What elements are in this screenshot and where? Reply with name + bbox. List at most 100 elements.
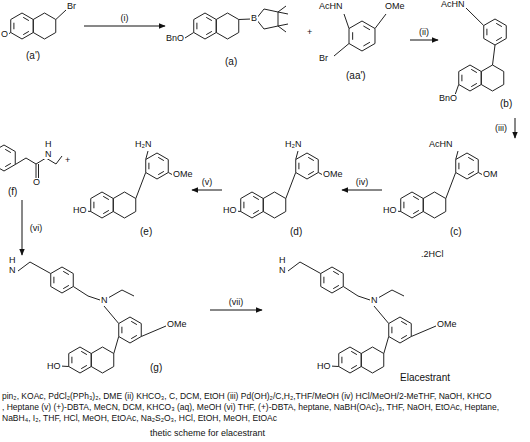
ring xyxy=(91,192,114,218)
atom-label: OMe xyxy=(436,320,458,329)
compound-box: (e) xyxy=(72,138,192,243)
bond-line xyxy=(158,157,164,160)
ring xyxy=(296,153,319,179)
compound-label: Elacestrant xyxy=(400,372,450,383)
atom-label: N xyxy=(44,150,53,159)
compound-label: (b) xyxy=(500,98,512,109)
bond-line xyxy=(413,210,419,213)
atom-label: H₂N xyxy=(284,140,303,149)
bond-line xyxy=(121,327,122,334)
bond-line xyxy=(103,196,109,199)
bond-line xyxy=(468,171,474,174)
condition-text: pin₂, KOAc, PdCl₂(PPh₃)₂, DME (ii) KHCO₃… xyxy=(2,392,492,401)
ring xyxy=(456,153,479,179)
reagent-step: (iii) xyxy=(494,124,508,133)
bond-line xyxy=(298,163,299,170)
compound-label: (a') xyxy=(26,50,40,61)
bond-line xyxy=(81,351,87,354)
bond-line xyxy=(256,9,278,29)
bond-line xyxy=(15,156,62,165)
bond-line xyxy=(71,357,72,364)
bond-line xyxy=(73,287,100,301)
bond-line xyxy=(278,12,288,14)
bond-line xyxy=(286,173,296,199)
atom-label: N xyxy=(8,266,17,275)
bond-line xyxy=(288,262,321,274)
bond-line xyxy=(344,14,349,29)
bond-line xyxy=(471,83,477,86)
atom-label: BnO xyxy=(165,34,185,43)
ring xyxy=(0,145,15,171)
bond-line xyxy=(411,326,436,337)
compound-label: (g) xyxy=(150,362,162,373)
compound-box: (a) xyxy=(165,0,300,72)
bond-line xyxy=(206,17,212,20)
bond-line xyxy=(343,287,370,301)
bond-line xyxy=(296,151,298,160)
bond-line xyxy=(401,335,407,338)
ring xyxy=(349,21,375,51)
atom-label: H xyxy=(44,140,53,149)
reagent-step: (ii) xyxy=(418,28,430,37)
bond-line xyxy=(13,23,14,30)
atom-label: N xyxy=(370,296,379,305)
bond-line xyxy=(384,337,389,354)
atom-label: H₂N xyxy=(134,140,153,149)
compound-label: (e) xyxy=(140,226,152,237)
plus-sign: + xyxy=(64,156,71,165)
bond-line xyxy=(308,171,314,174)
atom-label: O xyxy=(32,178,41,187)
bond-line xyxy=(333,271,339,274)
bond-line xyxy=(363,42,370,46)
bond-line xyxy=(196,23,197,30)
atom-label: OMe xyxy=(172,170,194,179)
bond-line xyxy=(5,163,11,166)
bond-line xyxy=(375,14,386,29)
bond-line xyxy=(136,173,146,199)
ring xyxy=(216,13,239,39)
atom-label: N xyxy=(278,266,287,275)
ring xyxy=(91,347,114,373)
atom-label: AcHN xyxy=(428,140,454,149)
compound-box: (g) xyxy=(0,255,210,380)
ring xyxy=(361,347,384,373)
bond-line xyxy=(278,6,286,12)
bond-line xyxy=(253,196,259,199)
ring xyxy=(263,192,286,218)
atom-label: HO xyxy=(72,206,88,215)
bond-line xyxy=(148,163,149,170)
compound-label: (d) xyxy=(290,226,302,237)
ring xyxy=(484,19,507,45)
atom-label: OMe xyxy=(384,2,406,11)
bond-line xyxy=(446,173,456,199)
atom-label: O xyxy=(0,30,9,39)
compound-label: (f) xyxy=(8,186,17,197)
compound-label: (a) xyxy=(225,56,237,67)
reagent-step: (vi) xyxy=(29,223,44,232)
bond-line xyxy=(63,271,69,274)
atom-label: OMe xyxy=(322,170,344,179)
bond-line xyxy=(38,164,39,178)
bond-line xyxy=(56,10,66,20)
bond-line xyxy=(468,157,474,160)
bond-line xyxy=(206,31,212,34)
bond-line xyxy=(104,306,119,324)
atom-label: AcHN xyxy=(318,2,344,11)
ring xyxy=(51,267,74,293)
bond-line xyxy=(456,151,458,160)
bond-line xyxy=(391,327,392,334)
reagent-step: (vii) xyxy=(228,298,245,307)
atom-label: OMe xyxy=(166,320,188,329)
ring xyxy=(113,192,136,218)
ring xyxy=(119,317,142,343)
bond-line xyxy=(243,202,244,209)
atom-label: HO xyxy=(222,206,238,215)
ring xyxy=(389,317,412,343)
bond-line xyxy=(352,32,353,40)
bond-line xyxy=(103,210,109,213)
reaction-arrow xyxy=(410,40,438,41)
bond-line xyxy=(401,321,407,324)
bond-line xyxy=(323,277,324,284)
atom-label: H xyxy=(278,256,287,265)
